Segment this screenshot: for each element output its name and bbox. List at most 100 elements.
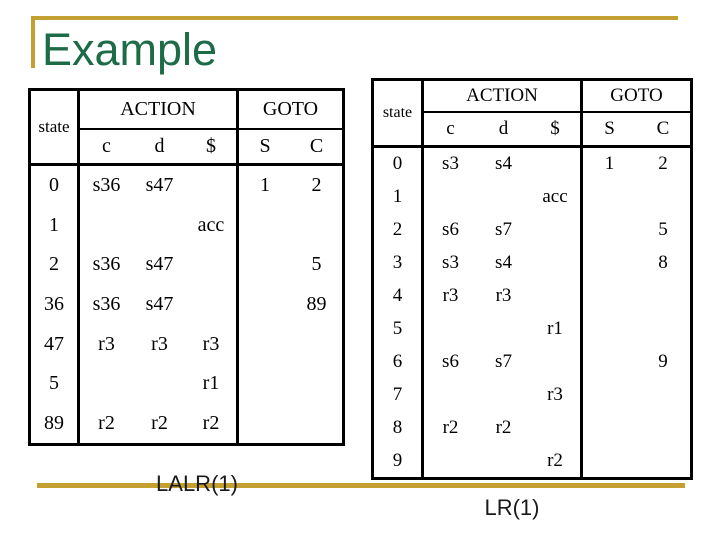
table-cell: 5: [658, 219, 668, 241]
table-cell: s47: [145, 253, 174, 276]
lr-col-header-d: d: [477, 113, 530, 148]
table-cell: [80, 206, 133, 246]
table-cell: [424, 313, 477, 346]
table-cell: [291, 364, 342, 404]
table-cell: [583, 280, 636, 313]
table-cell: r2: [495, 416, 512, 438]
table-cell: [186, 166, 239, 206]
table-cell-state: 1: [374, 180, 424, 214]
table-cell: [636, 411, 690, 444]
table-cell: r1: [186, 363, 239, 404]
table-cell: [583, 214, 636, 247]
table-cell: s6: [442, 350, 459, 372]
table-cell: acc: [530, 180, 583, 214]
lr-col-header-dollar: $: [530, 113, 583, 148]
table-cell: [583, 313, 636, 346]
slide-title: Example: [42, 24, 218, 75]
lalr-state-header: state: [31, 91, 80, 166]
table-cell-state: 89: [31, 403, 80, 443]
table-cell: r2: [98, 411, 115, 434]
table-cell: [477, 313, 530, 346]
table-cell: [583, 247, 636, 280]
table-cell: r2: [186, 403, 239, 443]
table-cell: [424, 378, 477, 411]
table-cell: [583, 181, 636, 214]
table-cell: s36: [92, 253, 121, 276]
lr-col-header-S: S: [583, 113, 636, 148]
table-cell: 5: [311, 253, 322, 276]
lalr-goto-header: GOTO: [239, 91, 342, 130]
table-cell: [186, 284, 239, 325]
table-cell-state: 5: [374, 312, 424, 346]
table-cell-state: 47: [31, 324, 80, 364]
title-corner-gold-rule: [31, 16, 35, 68]
table-cell: 2: [311, 174, 322, 197]
table-cell: [530, 246, 583, 280]
table-cell: 1: [260, 174, 270, 197]
lalr-table-caption: LALR(1): [156, 471, 238, 496]
table-cell: [239, 285, 291, 325]
bottom-gold-rule: [37, 483, 685, 488]
lalr-col-header-C: C: [291, 130, 342, 166]
table-cell: [477, 181, 530, 214]
table-cell: 89: [306, 292, 327, 315]
table-cell: [530, 148, 583, 181]
table-cell: [583, 345, 636, 378]
table-cell: r2: [530, 444, 583, 477]
table-cell: [239, 206, 291, 246]
table-cell: [583, 444, 636, 477]
table-cell: [477, 378, 530, 411]
table-cell: [530, 345, 583, 379]
table-cell: s7: [495, 219, 512, 241]
table-cell: s3: [442, 252, 459, 274]
table-cell: s47: [145, 292, 174, 315]
table-cell: [583, 378, 636, 411]
table-cell: [239, 403, 291, 443]
table-cell-state: 6: [374, 345, 424, 379]
table-cell-state: 8: [374, 411, 424, 445]
table-cell: [133, 206, 186, 246]
table-cell: s7: [495, 350, 512, 372]
lalr-action-header: ACTION: [80, 91, 239, 130]
lr-goto-header: GOTO: [583, 81, 690, 113]
lalr-col-header-d: d: [133, 130, 186, 166]
table-cell: 2: [658, 153, 668, 175]
table-cell: [424, 444, 477, 477]
table-cell: [583, 411, 636, 444]
table-cell-state: 0: [31, 166, 80, 206]
table-cell-state: 7: [374, 378, 424, 412]
lalr-col-header-dollar: $: [186, 130, 239, 166]
table-cell: [291, 403, 342, 443]
table-cell: r2: [442, 416, 459, 438]
table-cell: 9: [658, 350, 668, 372]
lalr-col-header-S: S: [239, 130, 291, 166]
table-cell: [636, 280, 690, 313]
table-cell: 8: [658, 252, 668, 274]
table-cell: s36: [92, 292, 121, 315]
table-cell: [80, 364, 133, 404]
table-cell: [636, 181, 690, 214]
table-cell: [291, 206, 342, 246]
table-cell: r3: [98, 332, 115, 355]
lr-state-header: state: [374, 81, 424, 148]
table-cell: r2: [151, 411, 168, 434]
table-cell: r3: [495, 285, 512, 307]
table-cell-state: 0: [374, 148, 424, 181]
table-cell: r3: [186, 324, 239, 364]
table-cell: s47: [145, 174, 174, 197]
table-cell: [636, 444, 690, 477]
table-cell: r3: [442, 285, 459, 307]
lr-table-caption: LR(1): [484, 495, 540, 520]
table-cell: [530, 411, 583, 445]
table-cell: 1: [604, 153, 615, 175]
table-cell: acc: [186, 205, 239, 246]
table-cell: [477, 444, 530, 477]
table-cell: [239, 324, 291, 364]
table-cell-state: 9: [374, 444, 424, 477]
table-cell: [133, 364, 186, 404]
table-cell: [530, 279, 583, 313]
table-cell: s36: [92, 174, 121, 197]
table-cell: r3: [530, 378, 583, 412]
